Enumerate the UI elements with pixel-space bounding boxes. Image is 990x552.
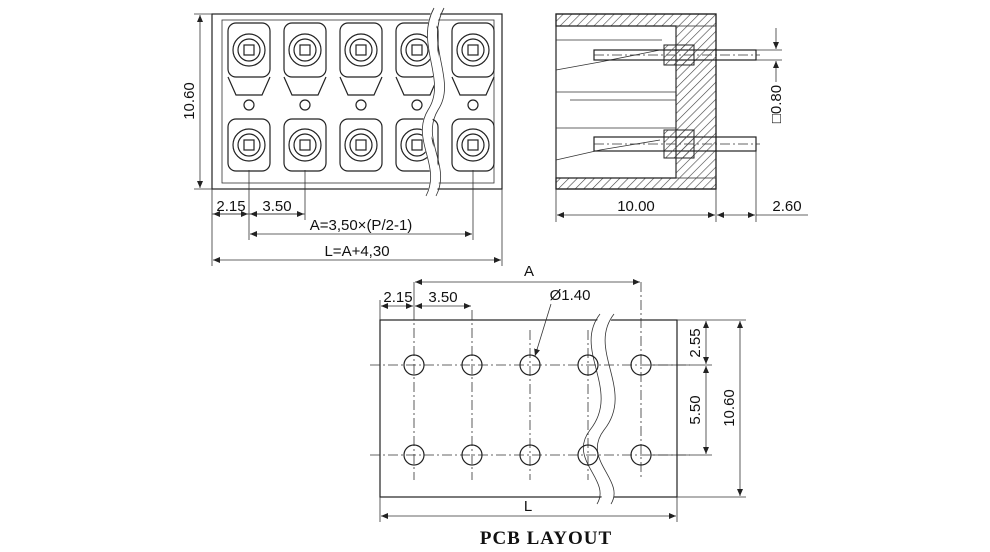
- pcb-holes: [403, 354, 652, 466]
- pcb-l-label: L: [524, 498, 532, 515]
- pcb-pitch-label: 3.50: [428, 289, 457, 306]
- side-view: [555, 13, 808, 222]
- pcb-hole-label: Ø1.40: [550, 287, 591, 304]
- top-terminal-row: [227, 22, 495, 96]
- pcb-outline: [379, 319, 678, 498]
- front-height-label: 10.60: [181, 82, 198, 120]
- side-depth-label: 10.00: [617, 198, 655, 215]
- pcb-a-label: A: [524, 263, 534, 280]
- hole-leader: [534, 303, 552, 357]
- front-l-formula: L=A+4,30: [324, 243, 389, 260]
- pcb-row-spacing-label: 5.50: [687, 395, 704, 424]
- side-pin-length-label: 2.60: [772, 198, 801, 215]
- pcb-layout-title: PCB LAYOUT: [480, 528, 612, 549]
- front-view: [194, 5, 503, 266]
- break-mark: [421, 5, 444, 199]
- pcb-top-offset-label: 2.55: [687, 328, 704, 357]
- middle-holes: [243, 99, 479, 111]
- front-edge-label: 2.15: [216, 198, 245, 215]
- front-inner-outline: [221, 19, 495, 184]
- front-outline: [211, 13, 503, 190]
- bottom-terminal-row: [227, 118, 495, 172]
- pcb-layout: [370, 279, 746, 522]
- front-a-formula: A=3,50×(P/2-1): [310, 217, 413, 234]
- pcb-height-label: 10.60: [721, 389, 738, 427]
- pcb-edge-label: 2.15: [383, 289, 412, 306]
- side-pin-size-label: □0.80: [768, 85, 785, 123]
- front-pitch-label: 3.50: [262, 198, 291, 215]
